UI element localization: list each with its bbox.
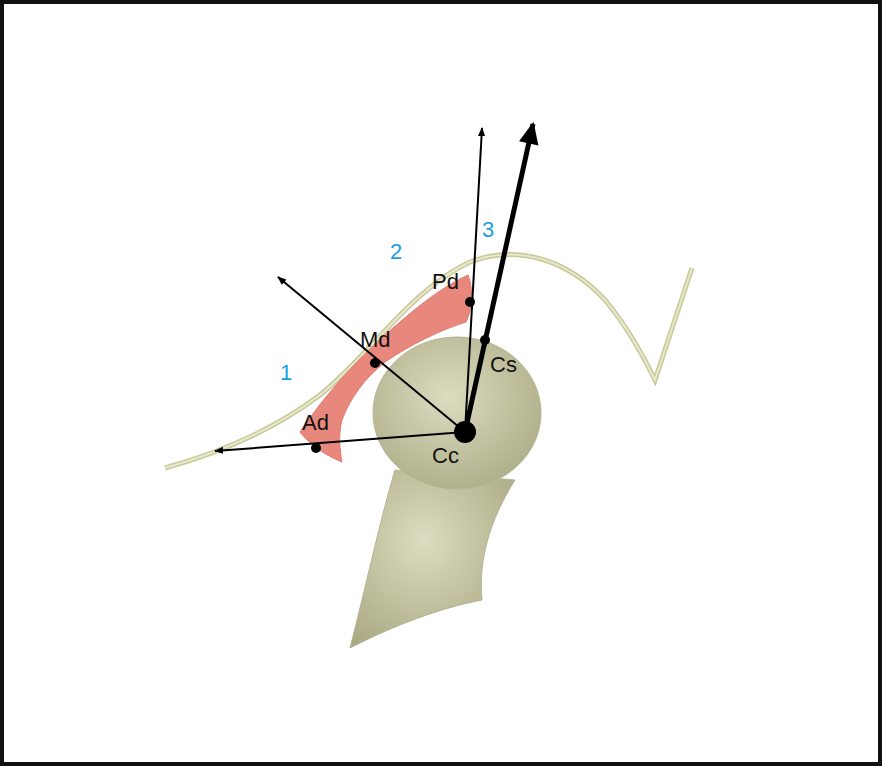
resultant-arrow — [465, 124, 533, 432]
vector-arrow — [278, 277, 465, 432]
point-label: Cc — [432, 445, 459, 467]
point-label: Md — [360, 329, 391, 351]
point-label: Pd — [432, 271, 459, 293]
point-label: Cs — [490, 354, 517, 376]
callout-number: 3 — [482, 219, 494, 241]
callout-number: 2 — [390, 241, 402, 263]
vector-arrow — [215, 432, 465, 451]
center-dot — [454, 421, 476, 443]
point-dot — [465, 297, 475, 307]
point-dot — [480, 335, 490, 345]
condyle-head — [373, 337, 541, 489]
condyle-neck — [350, 470, 515, 648]
point-dot — [311, 443, 321, 453]
point-dot — [370, 358, 380, 368]
callout-number: 1 — [280, 362, 292, 384]
point-label: Ad — [302, 412, 329, 434]
